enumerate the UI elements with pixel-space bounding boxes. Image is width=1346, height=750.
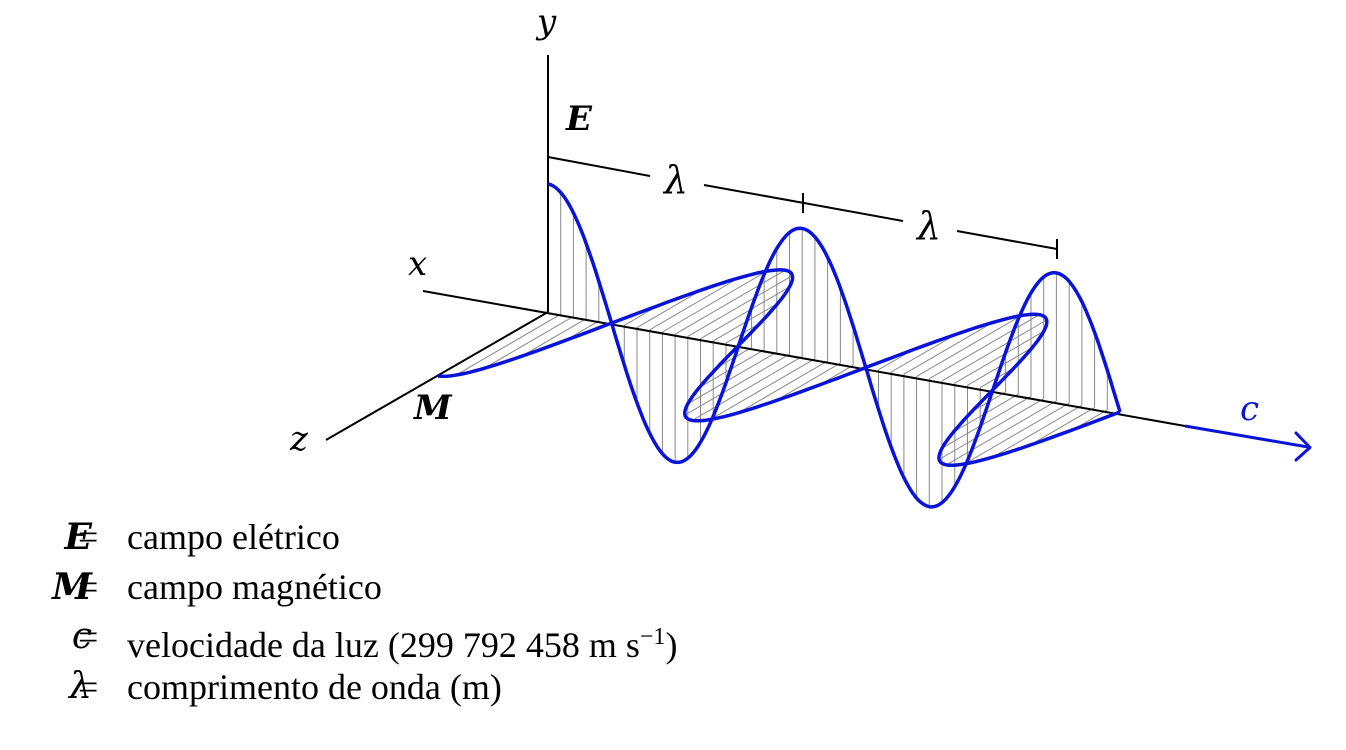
magnetic-field-vector-line (710, 358, 816, 420)
magnetic-field-vector-line (946, 400, 1057, 466)
legend-description: campo magnético (127, 567, 382, 607)
magnetic-field-vector-line (738, 360, 828, 414)
legend-symbol: λ (69, 666, 92, 707)
propagation-speed-label: c (1240, 389, 1259, 429)
wavelength-line-2a (803, 202, 904, 222)
legend-row-electric: E = campo elétrico (0, 512, 900, 562)
magnetic-field-vector-line (484, 315, 574, 369)
magnetic-field-label: M (413, 388, 453, 428)
electric-field-hatch-lines (560, 192, 1108, 507)
legend-description-main: velocidade da luz (299 792 458 m s (127, 625, 640, 665)
legend-row-wavelength: λ = comprimento de onda (m) (0, 662, 900, 712)
legend-symbol: E (64, 516, 92, 558)
em-wave-diagram: y x z E M λ λ c (289, 2, 1312, 509)
magnetic-field-vector-line (992, 404, 1083, 458)
magnetic-field-vector-line (455, 313, 561, 376)
legend-equals: = (78, 617, 99, 657)
magnetic-field-vector-line (649, 277, 739, 331)
legend: E = campo elétrico M = campo magnético c… (0, 512, 900, 712)
magnetic-field-vector-line (636, 289, 702, 329)
magnetic-field-vector-line (903, 321, 994, 375)
magnetic-field-vector-line (941, 395, 1032, 449)
magnetic-field-vector-line (890, 333, 957, 373)
magnetic-field-vector-line (1029, 407, 1095, 446)
magnetic-field-vector-line (687, 275, 793, 337)
legend-description: comprimento de onda (m) (127, 667, 502, 707)
magnetic-field-vector-line (662, 270, 768, 333)
legend-equals: = (78, 517, 99, 557)
magnetic-field-vector-line (964, 402, 1070, 465)
magnetic-field-vector-line (691, 355, 803, 421)
legend-row-speed: c = velocidade da luz (299 792 458 m s−1… (0, 612, 900, 665)
wavelength-line-2b (956, 230, 1058, 250)
magnetic-field-vector-line (521, 318, 587, 357)
magnetic-field-vector-line (916, 315, 1022, 377)
legend-equals: = (78, 567, 99, 607)
magnetic-field-vector-line (700, 286, 790, 340)
magnetic-field-vector-line (941, 319, 1047, 382)
wavelength-label-2: λ (915, 204, 941, 248)
electric-field-wave (547, 182, 1122, 509)
legend-row-magnetic: M = campo magnético (0, 562, 900, 612)
magnetic-field-vector-line (674, 269, 786, 335)
legend-description-exponent: −1 (639, 624, 666, 650)
legend-symbol: c (71, 616, 92, 657)
x-axis-label: x (408, 244, 427, 284)
z-axis-line (325, 311, 549, 441)
magnetic-field-vector-line (954, 330, 1044, 384)
legend-description-end: ) (665, 625, 678, 665)
magnetic-field-wave (437, 268, 1121, 468)
magnetic-field-vector-line (684, 353, 790, 416)
x-axis-line (422, 290, 1186, 427)
wavelength-line-1b (703, 184, 805, 204)
propagation-arrow-shaft (1184, 424, 1309, 449)
legend-description: velocidade da luz (299 792 458 m s−1) (127, 612, 677, 670)
z-axis-label: z (289, 419, 309, 459)
magnetic-field-vector-line (775, 362, 841, 402)
legend-description: campo elétrico (127, 517, 340, 557)
magnetic-field-vector-line (929, 314, 1040, 380)
legend-symbol: M (52, 566, 92, 608)
propagation-arrowhead (1294, 431, 1312, 462)
wavelength-line-1a (547, 156, 651, 177)
magnetic-field-vector-line (938, 398, 1044, 460)
legend-equals: = (78, 667, 99, 707)
y-axis-label: y (535, 2, 557, 42)
electric-field-label: E (565, 99, 593, 139)
wavelength-label-1: λ (662, 158, 688, 202)
magnetic-field-vector-line (687, 351, 778, 405)
